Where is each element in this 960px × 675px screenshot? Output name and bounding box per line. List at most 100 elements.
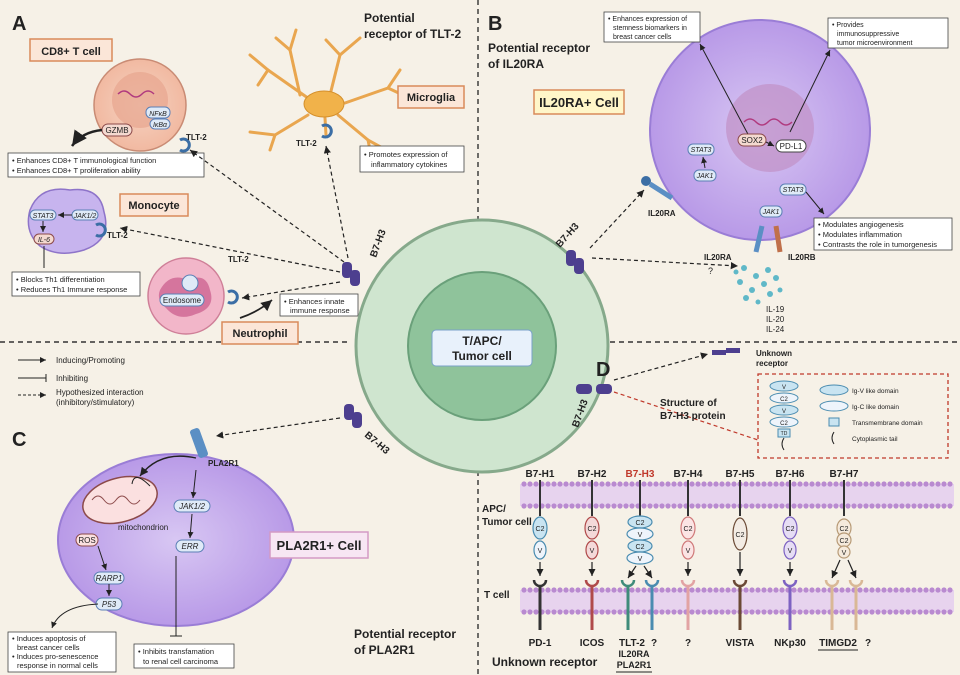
membrane-bead	[809, 609, 815, 615]
svg-text:TD: TD	[781, 431, 788, 437]
membrane-bead	[743, 587, 749, 593]
cd8-title-box	[29, 38, 113, 62]
b-il20ra-left: IL20RA	[648, 209, 676, 218]
membrane-bead	[689, 481, 695, 487]
membrane-bead	[695, 481, 701, 487]
c-receptor: PLA2R1	[208, 459, 239, 468]
membrane-bead	[713, 609, 719, 615]
panel-c-letter: C	[12, 429, 26, 451]
panel-b-interactions	[589, 189, 739, 270]
b-il20rb: IL20RB	[788, 253, 816, 262]
membrane-bead	[629, 587, 635, 593]
neutrophil-note-1: • Enhances innate	[284, 297, 345, 306]
receptor-vista: VISTA	[726, 638, 755, 649]
membrane-bead	[671, 503, 677, 509]
membrane-bead	[635, 609, 641, 615]
membrane-bead	[611, 503, 617, 509]
receptor-b7h7-unknown: ?	[865, 638, 871, 649]
structure-box	[757, 373, 949, 459]
membrane-bead	[773, 481, 779, 487]
membrane-bead	[623, 481, 629, 487]
membrane-bead	[935, 503, 941, 509]
membrane-bead	[869, 609, 875, 615]
membrane-bead	[623, 503, 629, 509]
membrane-bead	[659, 609, 665, 615]
membrane-bead	[941, 503, 947, 509]
membrane-bead	[749, 609, 755, 615]
membrane-bead	[725, 587, 731, 593]
b-stat3b: STAT3	[783, 187, 804, 194]
membrane-bead	[851, 503, 857, 509]
panel-a-interactions	[119, 145, 349, 301]
membrane-bead	[761, 503, 767, 509]
membrane-bead	[773, 587, 779, 593]
svg-text:V: V	[638, 556, 643, 563]
membrane-bead	[797, 503, 803, 509]
membrane-bead	[719, 503, 725, 509]
membrane-bead	[743, 609, 749, 615]
membrane-bead	[821, 609, 827, 615]
membrane-bead	[611, 481, 617, 487]
membrane-bead	[899, 503, 905, 509]
membrane-bead	[797, 609, 803, 615]
membrane-bead	[545, 587, 551, 593]
membrane-bead	[905, 587, 911, 593]
monocyte-tlt2-icon	[95, 222, 107, 238]
c-note-l-4: response in normal cells	[17, 661, 98, 670]
panel-a-heading-1: Potential	[364, 11, 415, 25]
b-jak1a-pill	[693, 169, 717, 182]
membrane-bead	[863, 609, 869, 615]
svg-text:V: V	[782, 385, 786, 391]
membrane-bead	[599, 503, 605, 509]
membrane-bead	[905, 609, 911, 615]
membrane-bead	[833, 587, 839, 593]
membrane-bead	[557, 503, 563, 509]
ikba-label: IκBα	[153, 122, 168, 129]
ligand-b7h6: B7-H6	[776, 469, 805, 480]
svg-text:V: V	[782, 409, 786, 415]
membrane-bead	[749, 481, 755, 487]
membrane-bead	[767, 587, 773, 593]
membrane-bead	[821, 481, 827, 487]
membrane-bead	[809, 587, 815, 593]
cd8-note-2: • Enhances CD8+ T proliferation ability	[12, 166, 141, 175]
microglia-receptor: TLT-2	[296, 139, 317, 148]
cd8-notes-box	[7, 152, 205, 178]
gzmb-arrow	[70, 128, 103, 147]
membrane-bead	[581, 503, 587, 509]
membrane-bead	[791, 587, 797, 593]
b7-ligand-proteins: C2 V C2 V C2 V C2 V C2 V C2 C2 V	[532, 480, 852, 565]
membrane-bead	[911, 481, 917, 487]
svg-text:C2: C2	[840, 538, 849, 545]
unknown-receptor-icon	[712, 348, 740, 355]
receptor-timgd2: TIMGD2	[819, 638, 857, 649]
c-note-r-1: • Inhibits transfamation	[138, 647, 214, 656]
membrane-bead	[947, 481, 953, 487]
c-mito: mitochondrion	[118, 523, 168, 532]
membrane-bead	[731, 481, 737, 487]
c-note-l-1: • Induces apoptosis of	[12, 634, 86, 643]
receptor-b7h3-unknown: ?	[651, 638, 657, 649]
membrane-bead	[881, 503, 887, 509]
membrane-bead	[803, 609, 809, 615]
c-note-l-2: breast cancer cells	[17, 643, 80, 652]
b-ligand-3: IL-24	[766, 325, 785, 334]
membrane-bead	[797, 481, 803, 487]
il20ra-left-receptor-icon	[648, 181, 674, 201]
endosome-icon	[181, 274, 199, 292]
membrane-bead	[815, 587, 821, 593]
membrane-bead	[677, 481, 683, 487]
cytokine-dots	[733, 265, 783, 305]
membrane-bead	[755, 503, 761, 509]
membrane-bead	[605, 587, 611, 593]
membrane-bead	[605, 503, 611, 509]
il20ra-nucleus	[726, 84, 814, 172]
b-note-top-left-box	[603, 11, 701, 43]
il6-pill	[33, 233, 55, 245]
membrane-bead	[755, 587, 761, 593]
membrane-bead	[551, 481, 557, 487]
b-note-r-1: • Modulates angiogenesis	[818, 220, 904, 229]
ligand-b7h5: B7-H5	[726, 469, 755, 480]
neutrophil-note-box	[279, 293, 359, 317]
